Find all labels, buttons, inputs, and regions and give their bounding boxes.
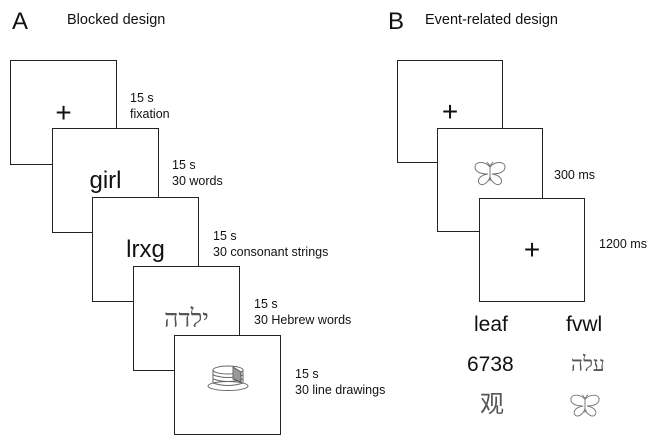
- fixation-cross: +: [441, 95, 459, 127]
- consonant-stimulus: lrxg: [126, 235, 165, 263]
- duration-label: 15 s: [130, 91, 154, 105]
- event-frame-fixation-2: +: [479, 198, 585, 302]
- condition-label: 30 consonant strings: [213, 245, 329, 259]
- example-digits: 6738: [467, 353, 514, 376]
- hebrew-stimulus: ילדה: [164, 304, 209, 333]
- condition-label: 30 line drawings: [295, 383, 386, 397]
- panel-a-title: Blocked design: [67, 12, 166, 28]
- blocked-frame-drawings: [174, 335, 281, 435]
- cake-icon: [205, 358, 251, 392]
- duration-label: 15 s: [295, 367, 319, 381]
- example-hebrew: עלה: [571, 352, 605, 376]
- condition-label: fixation: [130, 107, 170, 121]
- example-consonants: fvwl: [566, 313, 603, 336]
- word-stimulus: girl: [89, 166, 122, 194]
- example-chinese: 观: [480, 390, 504, 418]
- duration-label: 1200 ms: [599, 237, 647, 251]
- fixation-cross: +: [523, 234, 541, 265]
- condition-label: 30 words: [172, 174, 223, 188]
- timing-stimulus: 300 ms: [554, 167, 595, 183]
- butterfly-icon: [473, 161, 507, 187]
- panel-b-title: Event-related design: [425, 12, 558, 28]
- timing-consonants: 15 s 30 consonant strings: [213, 228, 328, 260]
- timing-fixation: 15 s fixation: [130, 90, 170, 122]
- duration-label: 15 s: [254, 297, 278, 311]
- duration-label: 15 s: [172, 158, 196, 172]
- timing-hebrew: 15 s 30 Hebrew words: [254, 296, 351, 328]
- panel-b-letter: B: [388, 8, 405, 35]
- duration-label: 300 ms: [554, 168, 595, 182]
- timing-isi: 1200 ms: [599, 236, 647, 252]
- timing-drawings: 15 s 30 line drawings: [295, 366, 385, 398]
- butterfly-icon: [569, 393, 601, 419]
- condition-label: 30 Hebrew words: [254, 313, 352, 327]
- timing-words: 15 s 30 words: [172, 157, 223, 189]
- panel-a-letter: A: [12, 8, 29, 35]
- fixation-cross: +: [55, 96, 72, 128]
- duration-label: 15 s: [213, 229, 237, 243]
- example-word: leaf: [474, 313, 508, 336]
